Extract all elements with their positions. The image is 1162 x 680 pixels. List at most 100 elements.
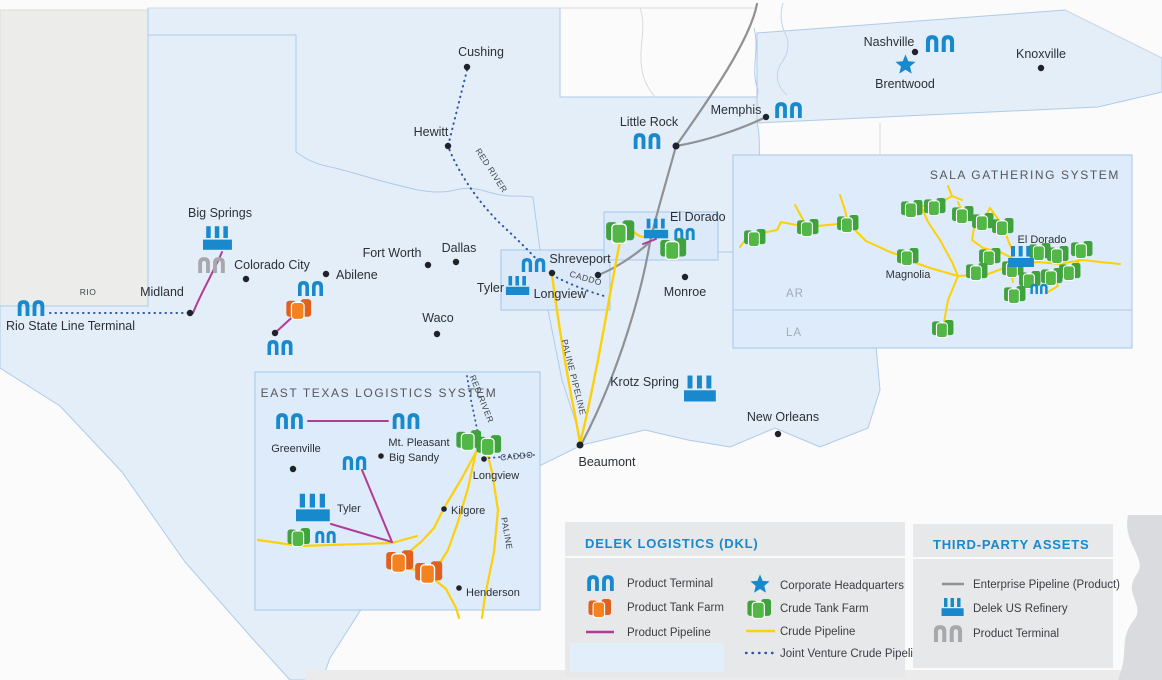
main-markers — [17, 35, 1045, 449]
label-mt-pleasant: Mt. Pleasant — [388, 437, 449, 449]
legend: DELEK LOGISTICS (DKL) Product Terminal P… — [565, 522, 1120, 677]
refinery-icon-el-dorado — [644, 218, 669, 239]
crude-tank-farm-icon — [979, 247, 1001, 266]
label-colorado-city: Colorado City — [234, 258, 310, 272]
label-nashville: Nashville — [864, 35, 915, 49]
label-greenville: Greenville — [271, 443, 321, 455]
dot-colorado-city — [242, 275, 250, 283]
label-henderson: Henderson — [466, 587, 520, 599]
coast-shape-east — [1118, 515, 1162, 680]
crude-tank-farm-icon — [1047, 245, 1069, 264]
crude-tank-farm-icon — [1071, 240, 1093, 259]
crude-tank-farm-icon — [1059, 262, 1081, 281]
crude-tank-farm-icon-magnolia — [897, 247, 919, 266]
label-hewitt: Hewitt — [414, 125, 449, 139]
dot-kilgore — [441, 506, 447, 512]
label-dallas: Dallas — [442, 241, 477, 255]
label-big-springs: Big Springs — [188, 206, 252, 220]
label-beaumont: Beaumont — [579, 455, 637, 469]
label-brentwood: Brentwood — [875, 77, 935, 91]
crude-tank-farm-icon-longview-2 — [476, 434, 502, 456]
crude-tank-farm-icon — [992, 217, 1014, 236]
crude-tank-farm-icon — [901, 199, 923, 218]
enterprise-pipeline-memphis — [674, 115, 768, 148]
refinery-icon-big-springs — [203, 226, 232, 250]
label-tyler-inset: Tyler — [337, 503, 361, 515]
product-tank-farm-icon-2 — [415, 560, 443, 584]
label-shreveport: Shreveport — [549, 252, 611, 266]
inset-east-texas-box — [254, 371, 541, 611]
inset-east-texas: EAST TEXAS LOGISTICS SYSTEM — [254, 371, 541, 620]
inset-sala: SALA GATHERING SYSTEM AR LA — [732, 154, 1133, 349]
crude-tank-farm-icon — [797, 218, 819, 237]
state-new-mexico — [0, 9, 149, 307]
crude-tank-farm-icon-tyler — [287, 527, 311, 547]
dot-henderson — [456, 585, 462, 591]
legend-product-terminal-label: Product Terminal — [627, 578, 713, 590]
label-waco: Waco — [422, 311, 454, 325]
label-la: LA — [786, 327, 802, 339]
dot-dallas — [452, 258, 460, 266]
crude-pipeline-eldorado-south — [578, 240, 622, 445]
dot-midland — [186, 309, 194, 317]
east-texas-dots — [289, 453, 487, 591]
crude-tank-farm-icon — [1004, 285, 1026, 304]
refinery-icon-krotz-spring — [684, 375, 716, 402]
dot-greenville — [289, 465, 297, 473]
legend-delek-refinery-label: Delek US Refinery — [973, 603, 1068, 615]
dot-longview — [548, 269, 556, 277]
refinery-icon-sala-el-dorado — [1008, 246, 1034, 267]
east-texas-markers — [276, 413, 502, 591]
label-krotz-spring: Krotz Spring — [610, 375, 679, 389]
border-red-river — [295, 151, 534, 198]
enterprise-pipeline-shreveport — [596, 240, 652, 277]
label-sala-el-dorado: El Dorado — [1018, 234, 1067, 246]
et-product-tyler — [330, 523, 393, 543]
dot-waco — [433, 330, 441, 338]
crude-tank-farm-icon-eldorado-south — [660, 237, 687, 260]
crude-tank-farm-icon — [952, 205, 974, 224]
label-longview-inset: Longview — [473, 470, 520, 482]
east-texas-product-lines — [307, 420, 393, 543]
legend-delek-refinery-icon — [941, 598, 964, 616]
sala-line-east-trunk — [957, 259, 1121, 277]
label-abilene: Abilene — [336, 268, 378, 282]
legend-thirdparty-terminal-label: Product Terminal — [973, 628, 1059, 640]
crude-tank-farm-icon — [837, 214, 859, 233]
dot-cushing — [463, 63, 471, 71]
dot-monroe — [681, 273, 689, 281]
crude-tank-farm-icon-la — [932, 319, 954, 338]
border-missouri — [560, 7, 757, 98]
enterprise-pipeline-south — [580, 144, 678, 445]
legend-inset-swatch — [570, 643, 724, 672]
product-pipeline-eldorado — [642, 238, 657, 245]
inset-east-texas-title: EAST TEXAS LOGISTICS SYSTEM — [261, 386, 498, 400]
et-crude-1 — [402, 450, 478, 558]
label-el-dorado-main: El Dorado — [670, 210, 726, 224]
legend-crude-tank-farm-icon — [747, 598, 772, 619]
label-kilgore: Kilgore — [451, 505, 485, 517]
et-product-bigsandy — [361, 469, 393, 543]
inset-sala-title: SALA GATHERING SYSTEM — [930, 168, 1120, 182]
crude-tank-farm-icon-eldorado-west — [606, 219, 635, 244]
dot-new-orleans — [774, 430, 782, 438]
enterprise-pipeline — [580, 2, 768, 445]
label-tyler-main: Tyler — [477, 281, 504, 295]
legend-enterprise-pipeline-label: Enterprise Pipeline (Product) — [973, 579, 1120, 591]
label-magnolia: Magnolia — [886, 269, 932, 281]
label-new-orleans: New Orleans — [747, 410, 819, 424]
dot-longview-inset — [481, 456, 487, 462]
jv-pipeline-red-river — [447, 69, 541, 264]
label-longview-main: Longview — [534, 287, 588, 301]
crude-tank-farm-icon — [966, 262, 988, 281]
dot-abilene — [322, 270, 330, 278]
legend-product-tank-farm-label: Product Tank Farm — [627, 602, 724, 614]
legend-third-party-box — [913, 524, 1113, 668]
legend-crude-pipeline-label: Crude Pipeline — [780, 626, 855, 638]
dot-beaumont — [576, 441, 584, 449]
label-little-rock: Little Rock — [620, 115, 679, 129]
label-monroe: Monroe — [664, 285, 706, 299]
refinery-icon-tyler — [505, 276, 530, 295]
